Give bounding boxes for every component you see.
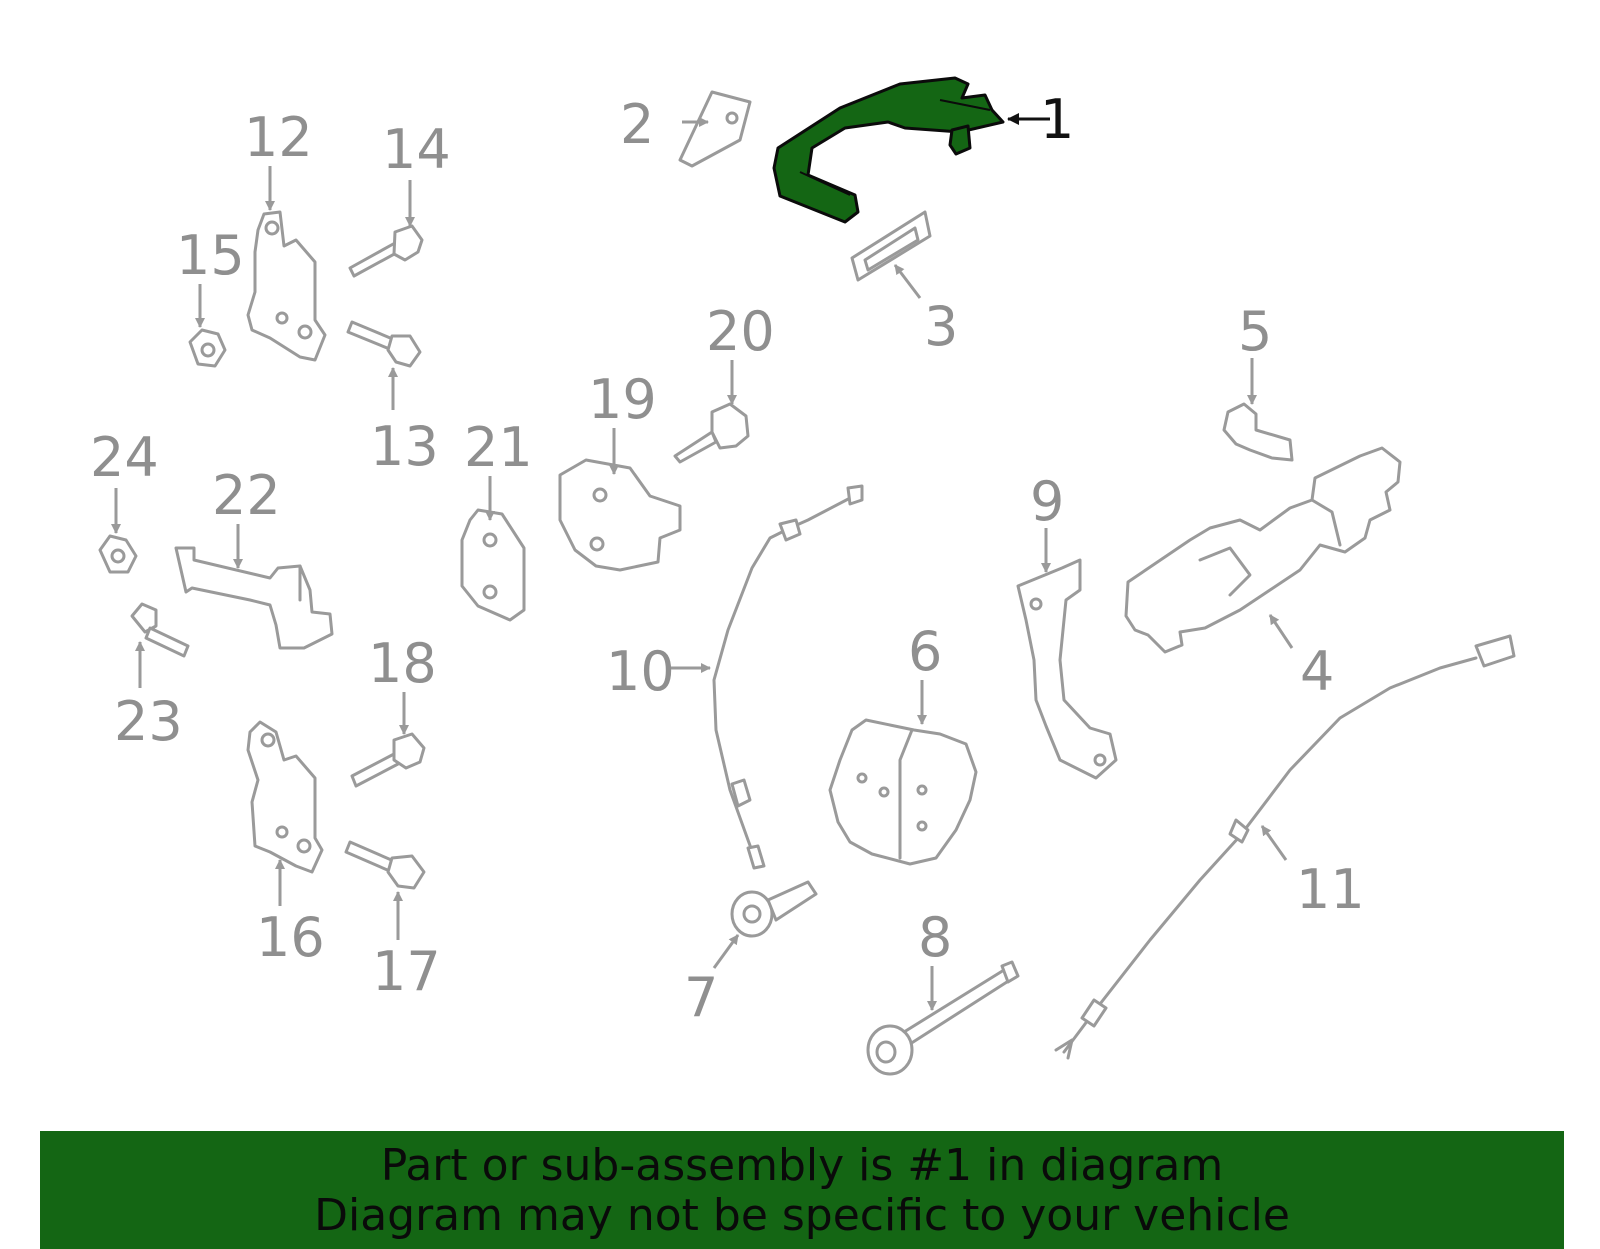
part-3-handle-pad[interactable] bbox=[850, 210, 932, 282]
part-7-pin[interactable] bbox=[730, 880, 818, 938]
part-1-door-handle[interactable] bbox=[772, 76, 1005, 224]
leader-7 bbox=[712, 934, 740, 969]
part-15-nut[interactable] bbox=[188, 328, 227, 368]
label-2: 2 bbox=[620, 93, 654, 156]
part-5-clip[interactable] bbox=[1222, 402, 1294, 462]
part-16-lower-hinge[interactable] bbox=[246, 720, 324, 874]
label-19: 19 bbox=[588, 368, 657, 431]
label-20: 20 bbox=[706, 300, 775, 363]
part-19-bracket[interactable] bbox=[558, 458, 682, 572]
label-7: 7 bbox=[684, 966, 718, 1029]
label-6: 6 bbox=[908, 620, 942, 683]
part-10-cable[interactable] bbox=[712, 484, 864, 870]
part-8-bolt[interactable] bbox=[866, 960, 1020, 1076]
part-22-door-check[interactable] bbox=[174, 546, 334, 650]
part-23-bolt[interactable] bbox=[130, 602, 190, 658]
label-14: 14 bbox=[382, 118, 451, 181]
label-15: 15 bbox=[176, 224, 245, 287]
leader-11 bbox=[1260, 825, 1288, 861]
banner-line-1: Part or sub-assembly is #1 in diagram bbox=[380, 1140, 1224, 1191]
label-3: 3 bbox=[924, 295, 958, 358]
label-13: 13 bbox=[370, 415, 439, 478]
part-20-clip[interactable] bbox=[673, 402, 750, 464]
label-4: 4 bbox=[1300, 640, 1334, 703]
part-6-door-latch[interactable] bbox=[828, 718, 978, 866]
info-banner: Part or sub-assembly is #1 in diagram Di… bbox=[40, 1131, 1564, 1249]
label-8: 8 bbox=[918, 906, 952, 969]
part-14-bolt[interactable] bbox=[348, 224, 424, 278]
parts-diagram: 1 2 3 12 14 15 13 bbox=[90, 76, 1516, 1076]
label-23: 23 bbox=[114, 690, 183, 753]
leader-3 bbox=[893, 264, 922, 299]
label-10: 10 bbox=[606, 640, 675, 703]
label-18: 18 bbox=[368, 632, 437, 695]
label-5: 5 bbox=[1238, 300, 1272, 363]
label-21: 21 bbox=[464, 416, 533, 479]
label-9: 9 bbox=[1030, 470, 1064, 533]
label-24: 24 bbox=[90, 426, 159, 489]
leader-4 bbox=[1268, 614, 1294, 649]
label-12: 12 bbox=[244, 106, 313, 169]
label-16: 16 bbox=[256, 906, 325, 969]
part-18-bolt[interactable] bbox=[350, 732, 426, 788]
label-22: 22 bbox=[212, 464, 281, 527]
part-2-gasket[interactable] bbox=[678, 90, 752, 168]
part-21-plate[interactable] bbox=[460, 508, 526, 622]
part-9-bracket[interactable] bbox=[1016, 558, 1118, 780]
part-17-bolt[interactable] bbox=[344, 840, 426, 890]
label-1: 1 bbox=[1040, 88, 1074, 151]
part-12-upper-hinge[interactable] bbox=[246, 210, 327, 362]
label-11: 11 bbox=[1296, 858, 1365, 921]
part-13-bolt[interactable] bbox=[346, 320, 422, 368]
part-4-handle-frame[interactable] bbox=[1124, 446, 1402, 654]
part-11-cable[interactable] bbox=[1054, 634, 1516, 1060]
banner-line-2: Diagram may not be specific to your vehi… bbox=[314, 1190, 1290, 1241]
part-24-nut[interactable] bbox=[98, 534, 138, 574]
label-17: 17 bbox=[372, 940, 441, 1003]
